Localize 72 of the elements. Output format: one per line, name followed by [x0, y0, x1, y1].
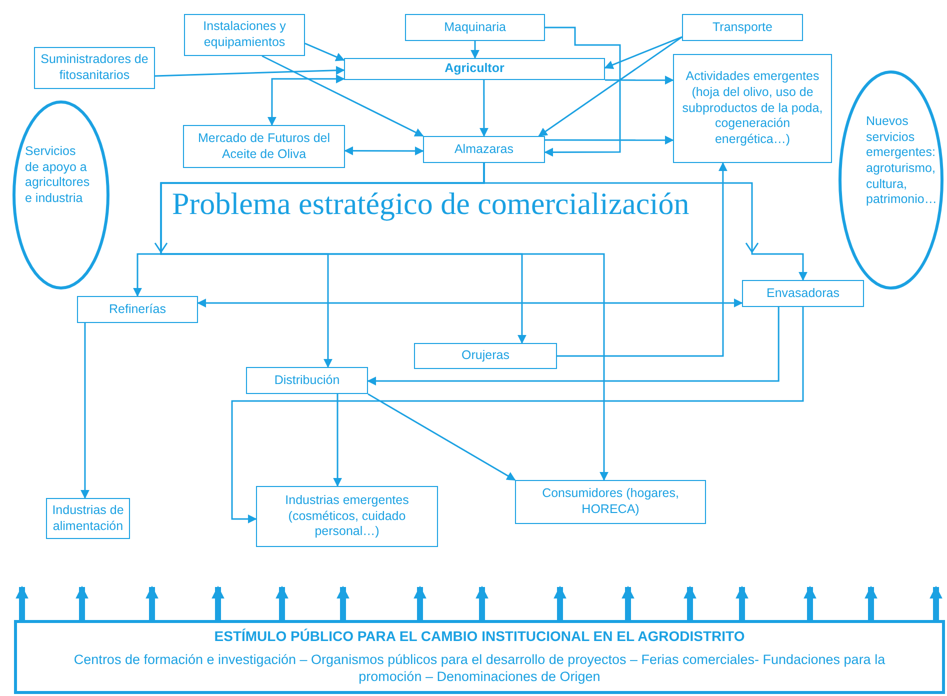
arrow [154, 66, 345, 77]
process-box [423, 136, 545, 163]
arrow [262, 55, 424, 137]
arrow [545, 136, 674, 145]
process-box [405, 14, 545, 41]
arrow [368, 393, 516, 481]
node-label: Envasadoras [766, 286, 840, 302]
node-label: Actividades emergentes (hoja del olivo, uso de subproductos de la poda, cogeneración energética…) [681, 69, 824, 148]
node-label: Distribución [274, 372, 340, 388]
arrow [276, 586, 288, 620]
arrow [470, 41, 480, 59]
node-label: Maquinaria [444, 20, 506, 36]
arrow [554, 586, 566, 620]
node-label: Instalaciones y equipamientos [202, 19, 287, 51]
process-box [515, 480, 706, 524]
arrow [605, 76, 674, 85]
arrow [146, 586, 158, 620]
node-label: Servicios de apoyo a agricultores e industria [25, 144, 91, 206]
arrow [864, 586, 878, 620]
node-label: Orujeras [462, 348, 510, 364]
arrow [336, 586, 350, 620]
section-heading: Problema estratégico de comercialización [172, 188, 690, 219]
arrow [479, 80, 488, 137]
arrow [476, 586, 488, 620]
node-label: Almazaras [454, 142, 514, 158]
process-box [183, 125, 345, 168]
process-box [246, 367, 368, 394]
process-box [682, 14, 803, 41]
arrow [622, 586, 634, 620]
arrow [557, 162, 728, 357]
arrow [80, 323, 90, 499]
arrow [212, 586, 224, 620]
arrow [16, 586, 28, 620]
double-arrow [344, 146, 424, 156]
arrow [76, 586, 88, 620]
arrow [930, 586, 942, 620]
process-box [14, 620, 945, 694]
process-box [256, 486, 438, 547]
process-box [34, 47, 155, 89]
arrow [367, 307, 780, 386]
process-box [414, 343, 557, 369]
arrow [538, 36, 682, 137]
node-label: Transporte [712, 20, 772, 36]
node-label: Industrias emergentes (cosméticos, cuidado personal…) [284, 493, 410, 540]
node-label: Nuevos servicios emergentes: agroturismo, cultura, patrimonio… [866, 114, 938, 208]
arrow [231, 307, 804, 524]
ellipse-node [838, 70, 944, 290]
node-label: Refinerías [109, 302, 166, 318]
arrow [684, 586, 696, 620]
process-box [742, 280, 864, 307]
arrow [333, 394, 342, 487]
ellipse-node [12, 100, 110, 290]
double-arrow [267, 74, 345, 126]
arrow [804, 586, 816, 620]
node-label: Suministradores de fitosanitarios [40, 52, 150, 84]
panel-heading: ESTÍMULO PÚBLICO PARA EL CAMBIO INSTITUCIONAL EN EL AGRODISTRITO [214, 628, 745, 646]
arrow [483, 163, 808, 281]
process-box [344, 58, 605, 80]
process-box [77, 296, 198, 323]
node-label: Centros de formación e investigación – Organismos públicos para el desarrollo de proyectos – Ferias comerciales- Fundaciones para la promoción – Denominaciones de Origen [72, 652, 886, 686]
double-arrow [197, 298, 743, 308]
arrow [604, 36, 682, 70]
node-label: Industrias de alimentación [51, 502, 125, 534]
node-label: Mercado de Futuros del Aceite de Oliva [196, 130, 331, 162]
node-label: Consumidores (hogares, HORECA) [541, 486, 680, 518]
arrow [544, 26, 621, 157]
arrow [414, 586, 426, 620]
process-box [184, 14, 305, 56]
arrow [736, 586, 748, 620]
arrow [304, 42, 345, 62]
node-label: Agricultor [444, 61, 504, 77]
process-box [673, 54, 832, 163]
